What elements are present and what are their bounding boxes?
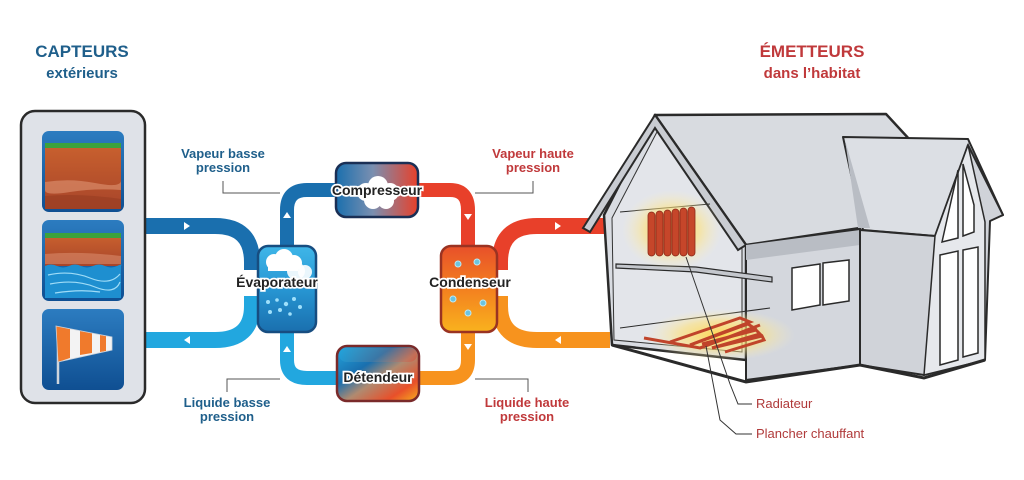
expansion-valve: Détendeur <box>335 344 421 403</box>
flow-arrow-right-icon <box>184 222 190 230</box>
leader-line-radiator <box>685 256 752 405</box>
radiator-label: Radiateur <box>756 396 813 411</box>
floor-heating-label: Plancher chauffant <box>756 426 865 441</box>
house-base <box>611 343 986 384</box>
state-label-line2: pression <box>506 160 560 175</box>
source-loop-pipes <box>144 218 260 348</box>
flow-arrow-up-icon <box>283 346 291 352</box>
leader-line-floor-heating <box>705 345 752 435</box>
side-windows <box>791 259 850 311</box>
leader-line <box>475 378 529 392</box>
state-label-line1: Liquide basse <box>184 395 271 410</box>
state-label-line2: pression <box>500 409 554 424</box>
state-label-low-pressure-vapor: Vapeur basse pression <box>181 146 280 194</box>
state-label-line2: pression <box>196 160 250 175</box>
right-title-line2: dans l’habitat <box>764 65 861 82</box>
pipe-expansion-to-evap <box>280 330 345 385</box>
condenser: Condenseur <box>427 244 513 334</box>
condenser-body <box>439 244 499 334</box>
flow-arrow-right-icon <box>555 222 561 230</box>
pipe-source-out <box>144 218 260 270</box>
pipe-source-return <box>144 296 260 348</box>
evaporator-label: Évaporateur <box>236 274 318 290</box>
state-label-line1: Vapeur basse <box>181 146 265 161</box>
expansion-valve-label: Détendeur <box>343 369 413 385</box>
left-title-line1: CAPTEURS <box>35 42 129 61</box>
grass-icon <box>45 233 121 238</box>
pipe-emitter-return <box>492 296 610 348</box>
wing-windows <box>939 163 979 366</box>
right-title-line1: ÉMETTEURS <box>760 42 865 61</box>
refrigerant-loop-pipes <box>280 183 475 385</box>
grass-icon <box>45 143 121 148</box>
pipe-emitter-out <box>492 218 610 270</box>
pipe-condenser-to-expansion <box>415 330 475 385</box>
flow-arrow-up-icon <box>283 212 291 218</box>
flow-arrow-down-icon <box>464 344 472 350</box>
house-floor-slab <box>615 263 773 283</box>
droplets-icon <box>266 297 302 316</box>
flow-arrow-left-icon <box>184 336 190 344</box>
left-title: CAPTEURS extérieurs <box>35 42 129 82</box>
state-label-high-pressure-vapor: Vapeur haute pression <box>475 146 574 194</box>
pipe-evap-to-compressor <box>280 183 345 258</box>
pipe-compressor-to-condenser <box>415 183 475 248</box>
state-label-line1: Vapeur haute <box>492 146 574 161</box>
evaporator: Évaporateur <box>234 244 320 334</box>
state-label-line2: pression <box>200 409 254 424</box>
flow-arrow-left-icon <box>555 336 561 344</box>
radiator-icon <box>647 206 696 257</box>
compressor-label: Compresseur <box>332 182 423 198</box>
sources-panel <box>19 109 147 405</box>
windsock-icon <box>55 325 113 384</box>
cloud-icon <box>266 249 312 280</box>
condenser-label: Condenseur <box>429 274 511 290</box>
state-label-line1: Liquide haute <box>485 395 570 410</box>
left-title-line2: extérieurs <box>46 65 118 82</box>
state-label-high-pressure-liquid: Liquide haute pression <box>475 378 570 424</box>
leader-line <box>226 378 280 392</box>
house-illustration <box>581 112 1004 435</box>
leader-line <box>475 181 534 194</box>
emitter-loop-pipes <box>492 218 610 348</box>
bubbles-icon <box>449 258 487 317</box>
source-tile-air <box>42 309 124 390</box>
cloud-icon <box>357 176 399 209</box>
floor-heating-icon <box>643 316 767 354</box>
compressor: Compresseur <box>330 161 424 219</box>
state-label-low-pressure-liquid: Liquide basse pression <box>184 378 280 424</box>
flow-arrow-down-icon <box>464 214 472 220</box>
source-tile-ground <box>42 131 124 212</box>
right-title: ÉMETTEURS dans l’habitat <box>760 42 865 82</box>
source-tile-groundwater <box>42 220 124 301</box>
leader-line <box>222 181 280 194</box>
